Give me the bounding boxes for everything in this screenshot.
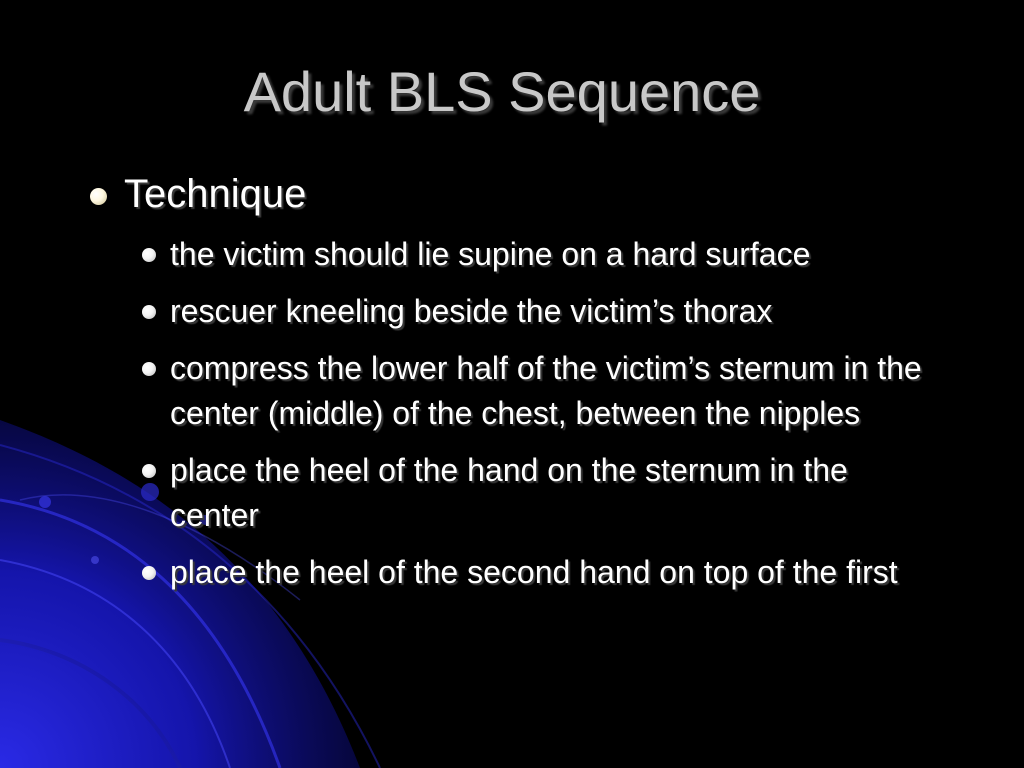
sub-bullet-text: place the heel of the second hand on top…: [170, 554, 898, 590]
sub-bullet-dot-icon: [142, 566, 156, 580]
sub-bullet-item: rescuer kneeling beside the victim’s tho…: [142, 289, 942, 334]
sub-bullet-text: rescuer kneeling beside the victim’s tho…: [170, 293, 773, 329]
sub-bullet-dot-icon: [142, 464, 156, 478]
bullet-label: Technique: [124, 172, 307, 216]
sub-bullet-item: place the heel of the second hand on top…: [142, 550, 942, 595]
sub-bullet-dot-icon: [142, 248, 156, 262]
bullet-dot-icon: [90, 188, 107, 205]
sub-bullet-dot-icon: [142, 362, 156, 376]
sub-bullet-text: the victim should lie supine on a hard s…: [170, 236, 811, 272]
sub-bullet-list: the victim should lie supine on a hard s…: [142, 232, 942, 607]
sub-bullet-dot-icon: [142, 305, 156, 319]
bullet-item-technique: Technique: [90, 168, 306, 220]
sub-bullet-item: compress the lower half of the victim’s …: [142, 346, 942, 436]
sub-bullet-item: the victim should lie supine on a hard s…: [142, 232, 942, 277]
sub-bullet-text: compress the lower half of the victim’s …: [170, 350, 922, 431]
sub-bullet-text: place the heel of the hand on the sternu…: [170, 452, 848, 533]
slide-title: Adult BLS Sequence: [243, 60, 761, 123]
sub-bullet-item: place the heel of the hand on the sternu…: [142, 448, 942, 538]
